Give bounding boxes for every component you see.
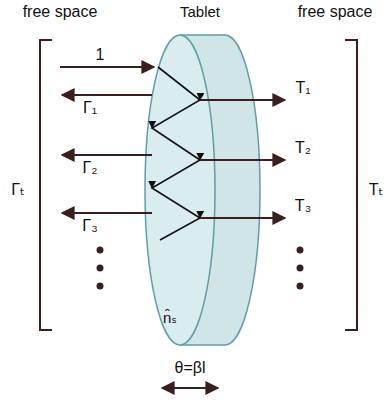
label: Γₜ bbox=[11, 181, 25, 199]
label: θ=βl bbox=[175, 359, 206, 377]
bracket bbox=[345, 40, 357, 330]
transmitted-arrow bbox=[200, 159, 285, 161]
ellipsis-dots bbox=[97, 247, 304, 290]
label: Γ₁ bbox=[83, 99, 97, 117]
tablet-heading: Tablet bbox=[180, 4, 220, 21]
incident-arrow bbox=[60, 66, 154, 68]
tablet-disc bbox=[145, 35, 260, 345]
tablet: Tablet n̂ₛ bbox=[140, 0, 265, 350]
transmitted-arrow bbox=[200, 217, 285, 219]
label: 1 bbox=[96, 46, 105, 64]
label: T₁ bbox=[295, 79, 310, 97]
surface-normal-label: n̂ₛ bbox=[163, 310, 177, 327]
label: free space bbox=[298, 3, 373, 21]
reflected-arrow bbox=[62, 94, 152, 96]
bracket bbox=[40, 40, 52, 330]
label: Tₜ bbox=[369, 181, 384, 199]
internal-reflection-path bbox=[152, 67, 200, 240]
label: Γ₃ bbox=[82, 217, 97, 235]
reflected-arrow bbox=[62, 212, 152, 214]
label: T₂ bbox=[295, 139, 311, 157]
thickness-arrow bbox=[162, 387, 218, 389]
reflected-arrow bbox=[62, 154, 152, 156]
label: Γ₂ bbox=[82, 159, 97, 177]
transmitted-arrow bbox=[200, 99, 285, 101]
label: T₃ bbox=[295, 197, 311, 215]
label: free space bbox=[23, 3, 98, 21]
